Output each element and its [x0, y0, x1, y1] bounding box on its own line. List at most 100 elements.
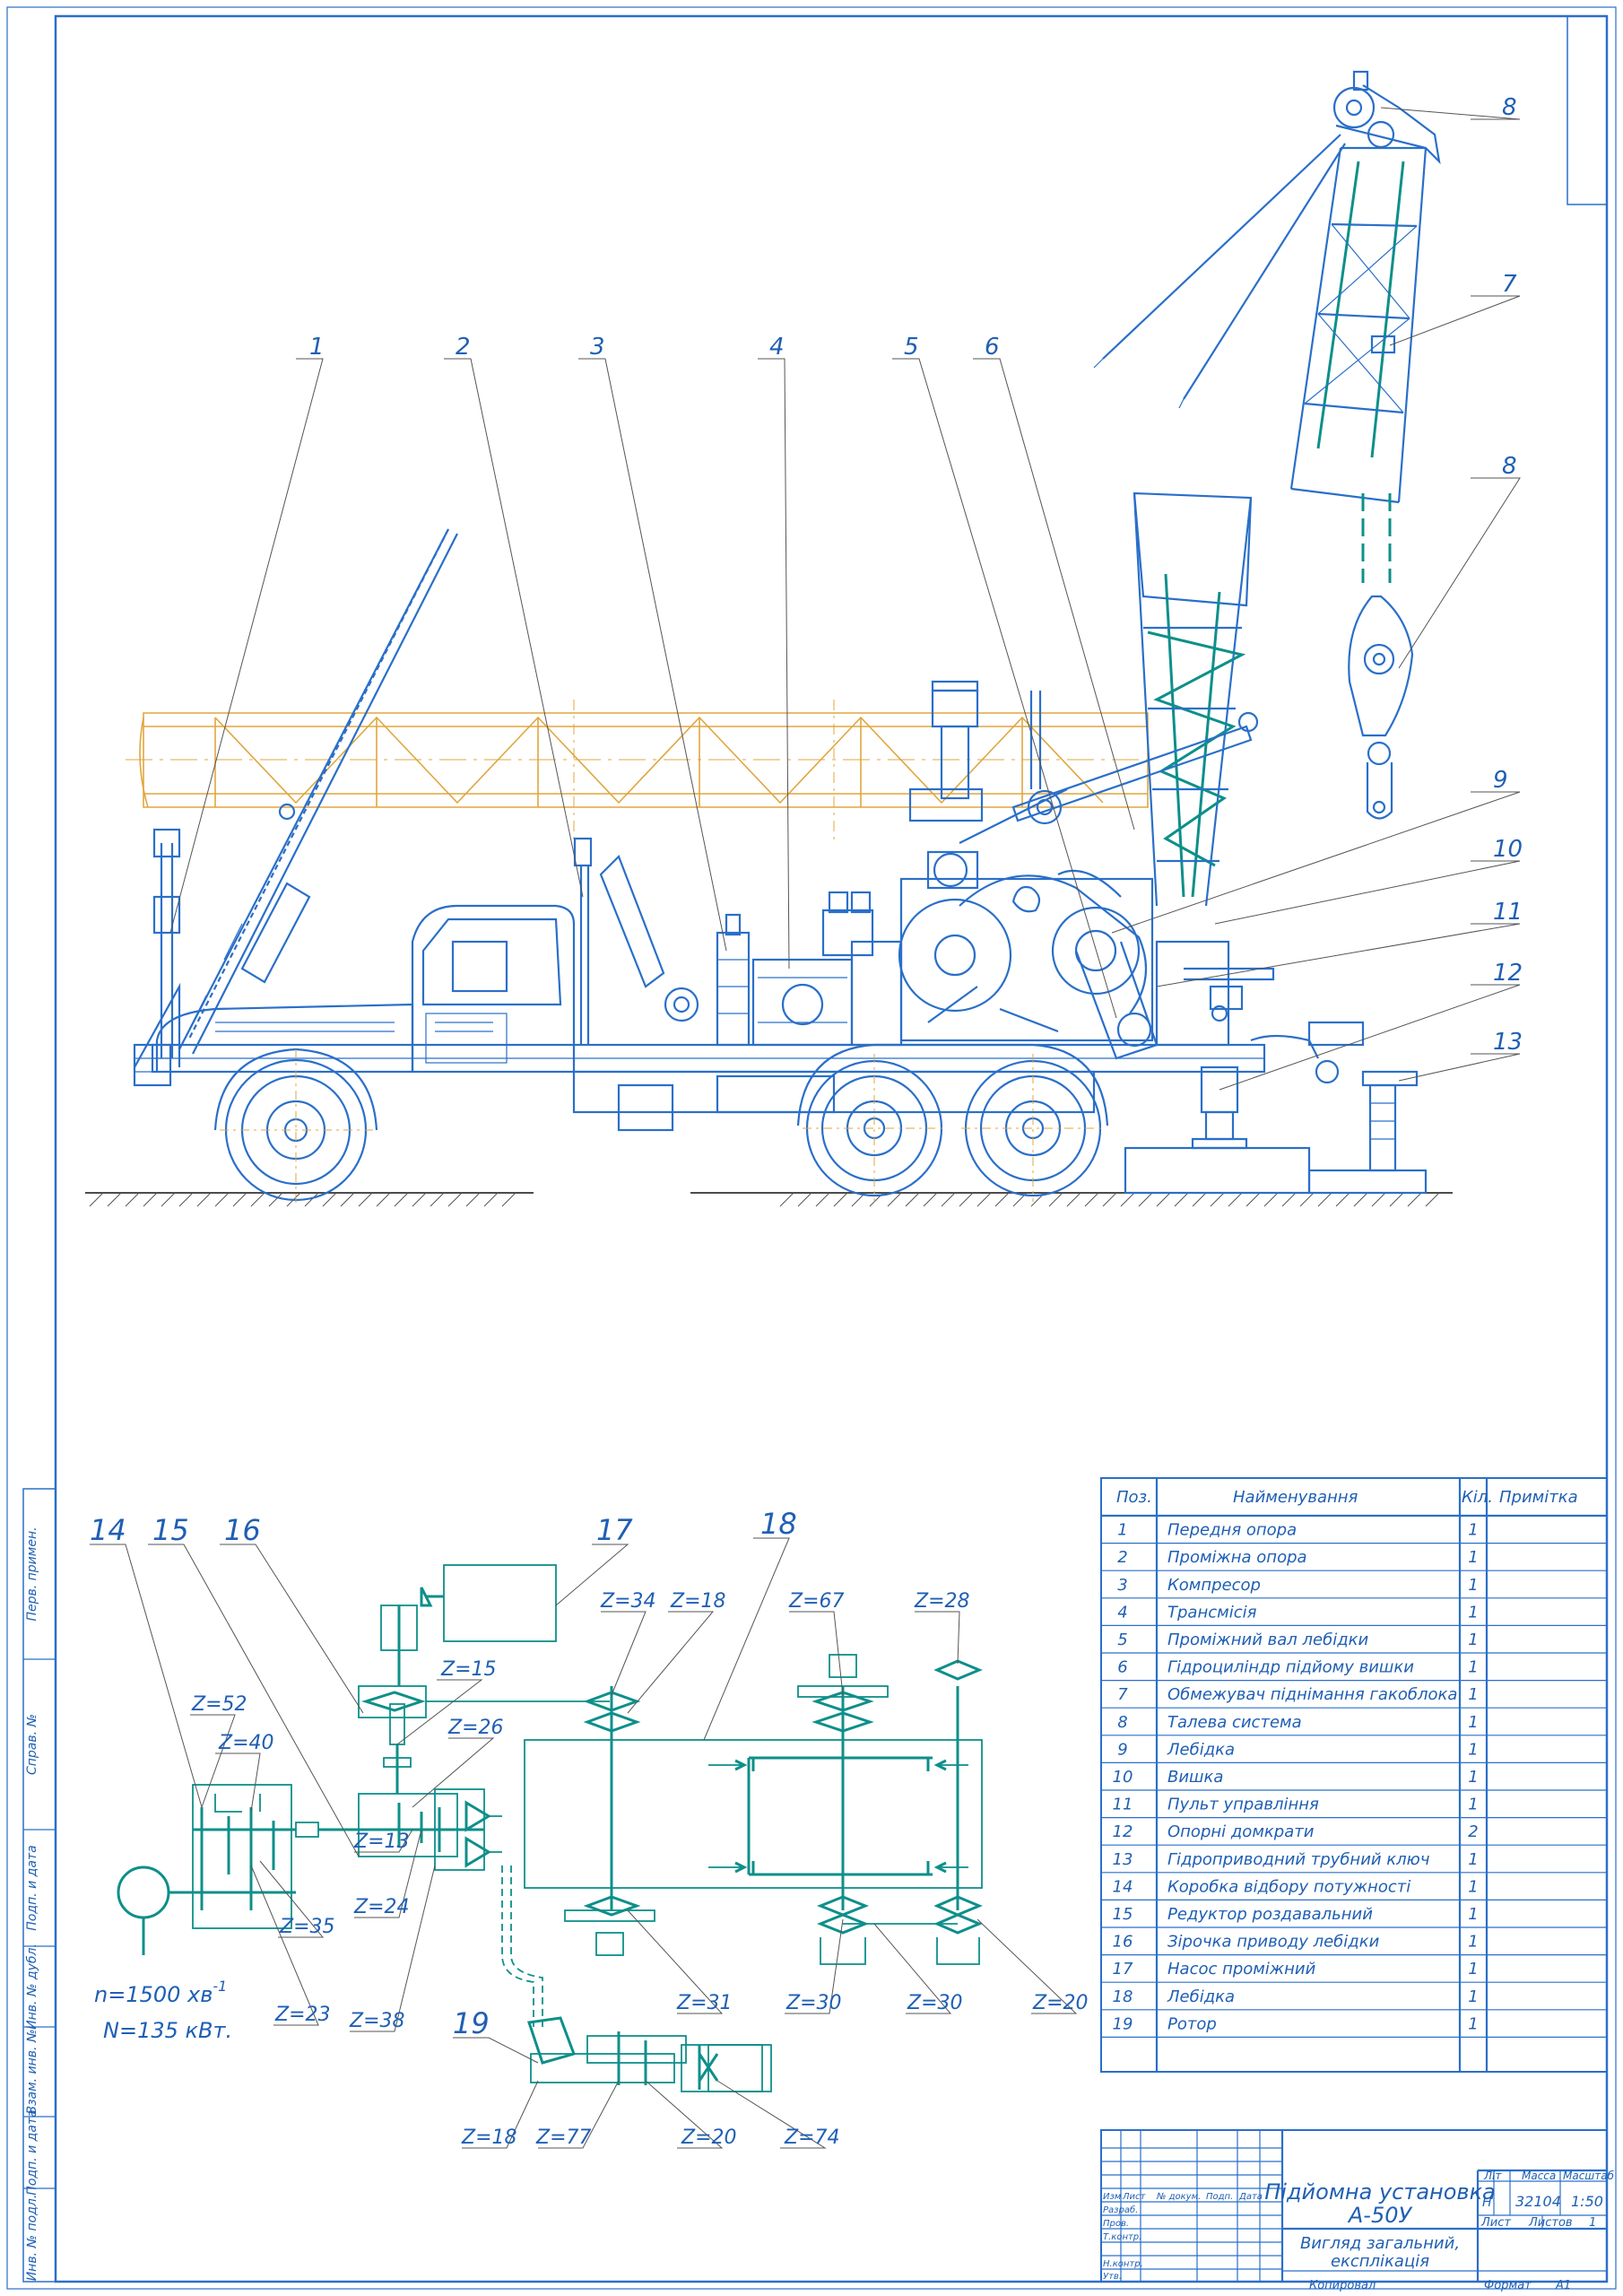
- row-name: Талева система: [1167, 1713, 1302, 1732]
- callout-13: 13: [1493, 1029, 1523, 1056]
- intermediate-support: [573, 837, 665, 1045]
- callout-11: 11: [1493, 899, 1523, 926]
- intermediate-pump: [380, 1564, 557, 1686]
- gear-z74: Z=74: [784, 2126, 840, 2149]
- callout-8b: 8: [1502, 453, 1517, 480]
- row-quantity: 1: [1468, 1960, 1478, 1979]
- winch-sprocket: [358, 1685, 610, 1718]
- gear-z13: Z=13: [353, 1831, 410, 1853]
- engine-speed: n=1500 хв-1: [94, 1978, 227, 2007]
- header-name: Найменування: [1233, 1488, 1358, 1507]
- winch: [898, 869, 1159, 1060]
- pto-gearbox: [192, 1784, 359, 1929]
- gear-z20-a: Z=20: [1032, 1992, 1089, 2014]
- row-position: 6: [1117, 1658, 1127, 1677]
- gear-z35: Z=35: [279, 1916, 335, 1938]
- gear-z24: Z=24: [353, 1896, 410, 1918]
- callout-14: 14: [90, 1513, 126, 1547]
- tb-role-4: Утв.: [1103, 2272, 1122, 2282]
- gear-z28: Z=28: [914, 1590, 970, 1613]
- gear-z52: Z=52: [191, 1693, 247, 1716]
- row-position: 5: [1117, 1631, 1127, 1649]
- rear-wheel-2: [796, 1043, 1109, 1202]
- row-position: 8: [1117, 1713, 1127, 1732]
- row-quantity: 1: [1468, 1905, 1478, 1924]
- tb-role-0: Разраб.: [1103, 2205, 1138, 2215]
- callout-6: 6: [985, 334, 1000, 361]
- callout-7: 7: [1502, 271, 1517, 298]
- pipe-tong: [1307, 1021, 1419, 1172]
- chassis: [151, 1043, 1266, 1132]
- row-quantity: 1: [1468, 1768, 1478, 1787]
- tb-mass-value: 32104: [1515, 2193, 1561, 2210]
- row-name: Компресор: [1167, 1576, 1261, 1595]
- callout-12: 12: [1493, 960, 1523, 987]
- tb-col-sign: Подп.: [1206, 2192, 1233, 2202]
- row-quantity: 1: [1468, 1850, 1478, 1869]
- gear-z30-b: Z=30: [907, 1992, 963, 2014]
- callout-8a: 8: [1502, 94, 1517, 121]
- row-name: Проміжний вал лебідки: [1167, 1631, 1369, 1649]
- tb-sheets-label: Листов: [1528, 2216, 1573, 2230]
- row-position: 9: [1117, 1740, 1127, 1759]
- side-label-0: Перв. примен.: [25, 1526, 39, 1621]
- side-label-3: Инв. № дубл.: [25, 1944, 39, 2030]
- title-line1: Підйомна установка: [1264, 2179, 1496, 2205]
- row-quantity: 1: [1468, 1713, 1478, 1732]
- row-name: Редуктор роздавальний: [1167, 1905, 1373, 1924]
- row-position: 4: [1117, 1603, 1127, 1622]
- mast-upper-section: [1289, 146, 1428, 504]
- subtitle-line2: експлікація: [1331, 2252, 1429, 2271]
- row-name: Передня опора: [1167, 1521, 1297, 1540]
- front-wheel: [213, 1048, 378, 1206]
- front-support: [134, 828, 181, 1068]
- hydraulic-cylinder: [959, 725, 1253, 844]
- tb-scale-header: Масштаб: [1563, 2170, 1615, 2182]
- row-name: Гідроциліндр підйому вишки: [1167, 1658, 1414, 1677]
- callout-2: 2: [456, 334, 471, 361]
- side-label-4: Взам. инв. №: [25, 2029, 39, 2114]
- callout-16: 16: [224, 1513, 261, 1547]
- tb-role-2: Т.контр.: [1103, 2232, 1141, 2242]
- gear-z20-b: Z=20: [681, 2126, 737, 2149]
- callout-1: 1: [309, 334, 325, 361]
- inclined-strut: [178, 528, 458, 1055]
- mast-lower-section: [1133, 491, 1259, 907]
- crown-block: [1332, 70, 1441, 165]
- row-position: 1: [1117, 1521, 1127, 1540]
- tb-format-label: Формат: [1484, 2279, 1532, 2292]
- row-position: 10: [1113, 1768, 1133, 1787]
- scheme-callout-labels: 14 15 16 17 18 19: [90, 1507, 797, 2040]
- title-block: Изм Лист № докум. Подп. Дата Разраб. Про…: [1100, 2129, 1615, 2292]
- row-quantity: 1: [1468, 1603, 1478, 1622]
- row-position: 11: [1113, 1796, 1133, 1814]
- callout-4: 4: [769, 334, 785, 361]
- row-position: 2: [1117, 1548, 1127, 1567]
- callout-18: 18: [760, 1507, 797, 1541]
- kinematic-scheme: 14 15 16 17 18 19 Z=52 Z=40 Z=15 Z=26 Z=…: [90, 1507, 1089, 2149]
- top-callout-labels: 1 2 3 4 5 6 7 8 8 9 10 11 12 13: [309, 94, 1523, 1056]
- subtitle-line1: Вигляд загальний,: [1300, 2234, 1460, 2253]
- row-quantity: 1: [1468, 1521, 1478, 1540]
- row-quantity: 1: [1468, 1796, 1478, 1814]
- gear-z15: Z=15: [440, 1658, 497, 1681]
- row-quantity: 1: [1468, 2014, 1478, 2033]
- tb-sheet-label: Лист: [1480, 2216, 1511, 2230]
- gear-z40: Z=40: [218, 1732, 274, 1754]
- tb-lit-value: Н: [1482, 2196, 1492, 2210]
- callout-leaders: [169, 107, 1521, 1091]
- top-right-corner-box: [1567, 15, 1608, 205]
- gear-z38: Z=38: [349, 2010, 405, 2032]
- gear-z34: Z=34: [600, 1590, 656, 1613]
- tb-role-3: Н.контр.: [1103, 2259, 1143, 2269]
- row-name: Коробка відбору потужності: [1167, 1877, 1410, 1896]
- winch-scheme: [524, 1654, 983, 1965]
- row-position: 19: [1113, 2014, 1133, 2033]
- scheme-leaders: [90, 1537, 1078, 2149]
- row-name: Ротор: [1167, 2014, 1217, 2033]
- tb-lit-header: Літ: [1483, 2170, 1502, 2182]
- rotor-scheme: [527, 2016, 772, 2092]
- row-name: Лебідка: [1167, 1740, 1235, 1759]
